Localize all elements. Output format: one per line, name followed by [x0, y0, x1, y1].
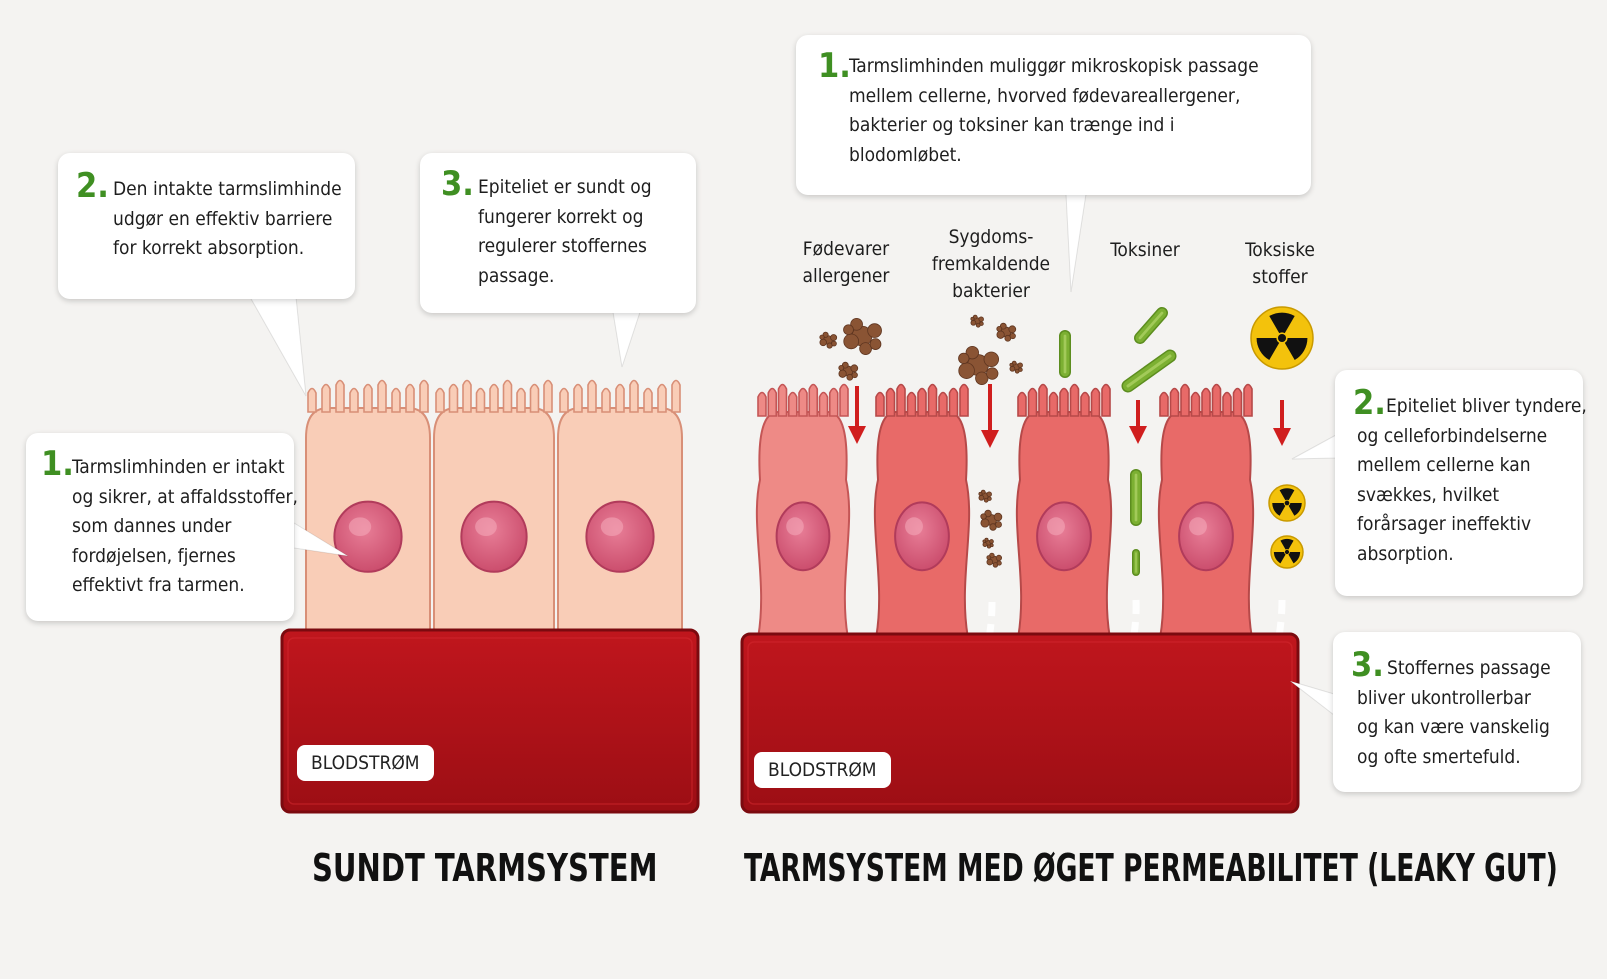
leaky-callout-3-number: 3. [1351, 645, 1384, 685]
leaky-blood-label: BLODSTRØM [754, 752, 891, 788]
substance-label-food-allergens: Fødevarer allergener [802, 238, 890, 287]
bacterium [1134, 307, 1168, 344]
radiation-hazard-icon [1250, 306, 1314, 370]
leaky-callout-1-tail [1065, 193, 1087, 293]
leaky-callout-2-tail [1291, 434, 1337, 460]
leaky-callout-3: 3. Stoffernes passage bliver ukontroller… [1333, 632, 1581, 792]
healthy-callout-1-tail [293, 522, 349, 557]
healthy-callout-1-number: 1. [41, 444, 74, 484]
substance-label-pathogenic-bacteria: Sygdoms- fremkaldende bakterier [931, 226, 1051, 302]
debris-clump [970, 314, 984, 328]
epithelial-cell [305, 379, 431, 643]
epithelial-cell [433, 379, 555, 643]
substance-label-toxins: Toksiner [1110, 239, 1180, 261]
radiation-hazard-icon [1268, 484, 1306, 522]
healthy-callout-2-text: Den intakte tarmslimhinde udgør en effek… [113, 178, 342, 259]
debris-clump [1009, 360, 1023, 374]
leaky-callout-1: 1. Tarmslimhinden muliggør mikroskopisk … [796, 35, 1311, 195]
epithelial-cell [873, 383, 971, 639]
epithelial-cell [557, 379, 683, 643]
healthy-callout-1-text: Tarmslimhinden er intakt og sikrer, at a… [72, 456, 298, 596]
red-down-arrow [981, 384, 999, 448]
debris-clump [838, 361, 859, 381]
debris-clump [982, 537, 994, 549]
debris-clump [819, 331, 838, 349]
epithelial-cell [1157, 383, 1255, 639]
leaky-callout-1-text: Tarmslimhinden muliggør mikroskopisk pas… [849, 55, 1259, 166]
healthy-callout-3-text: Epiteliet er sundt og fungerer korrekt o… [478, 176, 652, 287]
healthy-blood-vessel [280, 628, 700, 814]
substance-label-toxic-substances: Toksiske stoffer [1245, 239, 1315, 288]
debris-clump [986, 552, 1002, 568]
debris-clump [978, 489, 992, 503]
radiation-hazard-icon [1270, 535, 1304, 569]
leaky-callout-1-number: 1. [818, 46, 851, 86]
red-down-arrow [848, 386, 866, 444]
healthy-title: SUNDT TARMSYSTEM [312, 846, 658, 890]
red-down-arrow [1129, 400, 1147, 444]
debris-clump [980, 509, 1003, 531]
epithelial-cell [1015, 383, 1113, 639]
epithelial-cell [755, 383, 851, 639]
healthy-blood-label: BLODSTRØM [297, 745, 434, 781]
leaky-callout-2: 2. Epiteliet bliver tyndere, og cellefor… [1335, 370, 1587, 596]
leaky-title: TARMSYSTEM MED ØGET PERMEABILITET (LEAKY… [744, 846, 1558, 890]
red-down-arrow [1273, 400, 1291, 446]
healthy-callout-3: 3. Epiteliet er sundt og fungerer korrek… [420, 153, 696, 313]
leaky-callout-3-text: Stoffernes passage bliver ukontrollerbar… [1357, 657, 1551, 768]
debris-clump [958, 345, 1000, 385]
healthy-callout-2: 2. Den intakte tarmslimhinde udgør en ef… [58, 153, 355, 299]
leaky-callout-2-text: Epiteliet bliver tyndere, og celleforbin… [1357, 395, 1587, 565]
healthy-callout-3-number: 3. [441, 164, 474, 204]
healthy-callout-3-tail [612, 311, 641, 368]
healthy-callout-2-tail [249, 296, 307, 397]
debris-clump [996, 322, 1017, 342]
healthy-callout-1: 1. Tarmslimhinden er intakt og sikrer, a… [26, 433, 298, 621]
bacterium [1121, 349, 1177, 393]
leaky-callout-2-number: 2. [1353, 383, 1386, 423]
debris-clump [843, 317, 882, 355]
healthy-callout-2-number: 2. [76, 166, 109, 206]
